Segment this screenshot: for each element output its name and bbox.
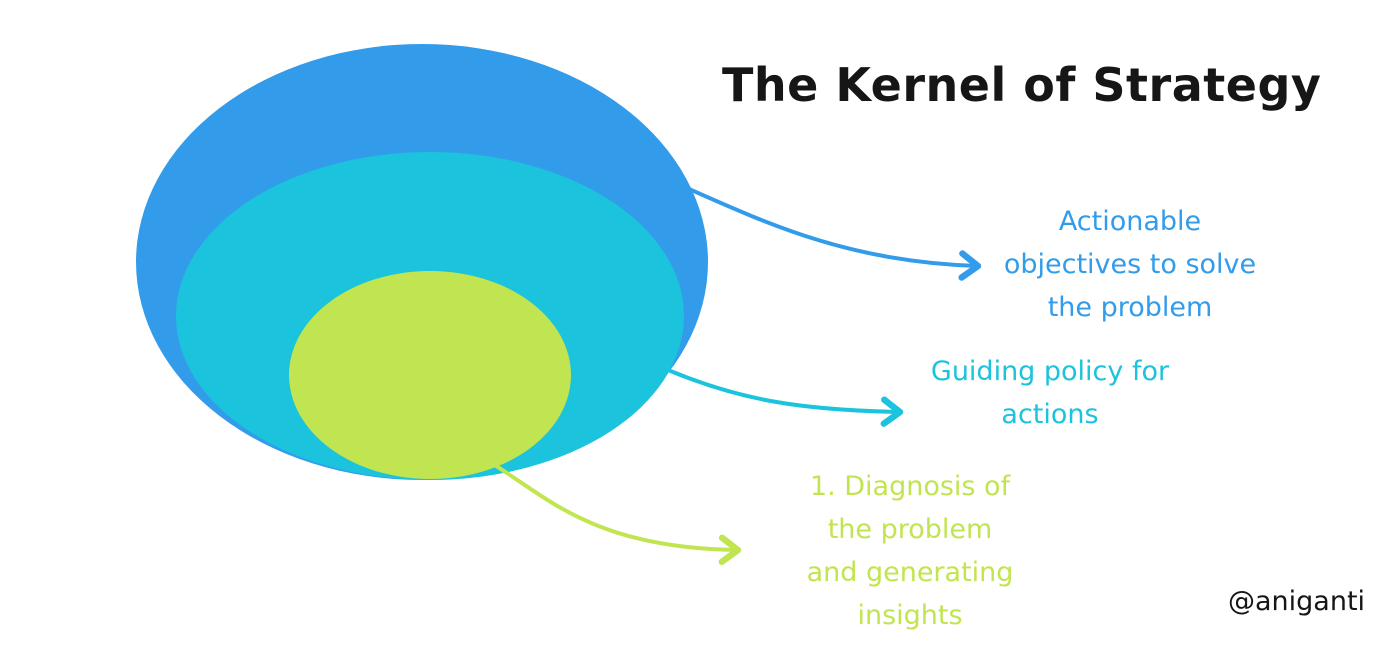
author-watermark: @aniganti <box>1228 586 1366 617</box>
label-policy-line: actions <box>1001 399 1099 430</box>
label-diagnosis-line: insights <box>857 600 963 631</box>
label-diagnosis-line: the problem <box>827 514 993 545</box>
label-actions-line: the problem <box>1047 292 1213 323</box>
label-policy: Guiding policy for actions <box>905 350 1195 436</box>
arrow-policy <box>666 368 904 427</box>
layer-diagnosis-ellipse <box>289 271 571 479</box>
arrow-actions <box>678 183 982 281</box>
diagram-title: The Kernel of Strategy <box>722 58 1322 112</box>
label-actions-line: Actionable <box>1058 206 1202 237</box>
label-diagnosis-line: and generating <box>806 557 1014 588</box>
arrow-diagnosis <box>448 441 742 566</box>
label-actions: Actionable objectives to solve the probl… <box>990 200 1270 329</box>
label-diagnosis: 1. Diagnosis of the problem and generati… <box>770 465 1050 637</box>
label-diagnosis-line: 1. Diagnosis of <box>809 471 1011 502</box>
label-policy-line: Guiding policy for <box>930 356 1170 387</box>
label-actions-line: objectives to solve <box>1003 249 1257 280</box>
